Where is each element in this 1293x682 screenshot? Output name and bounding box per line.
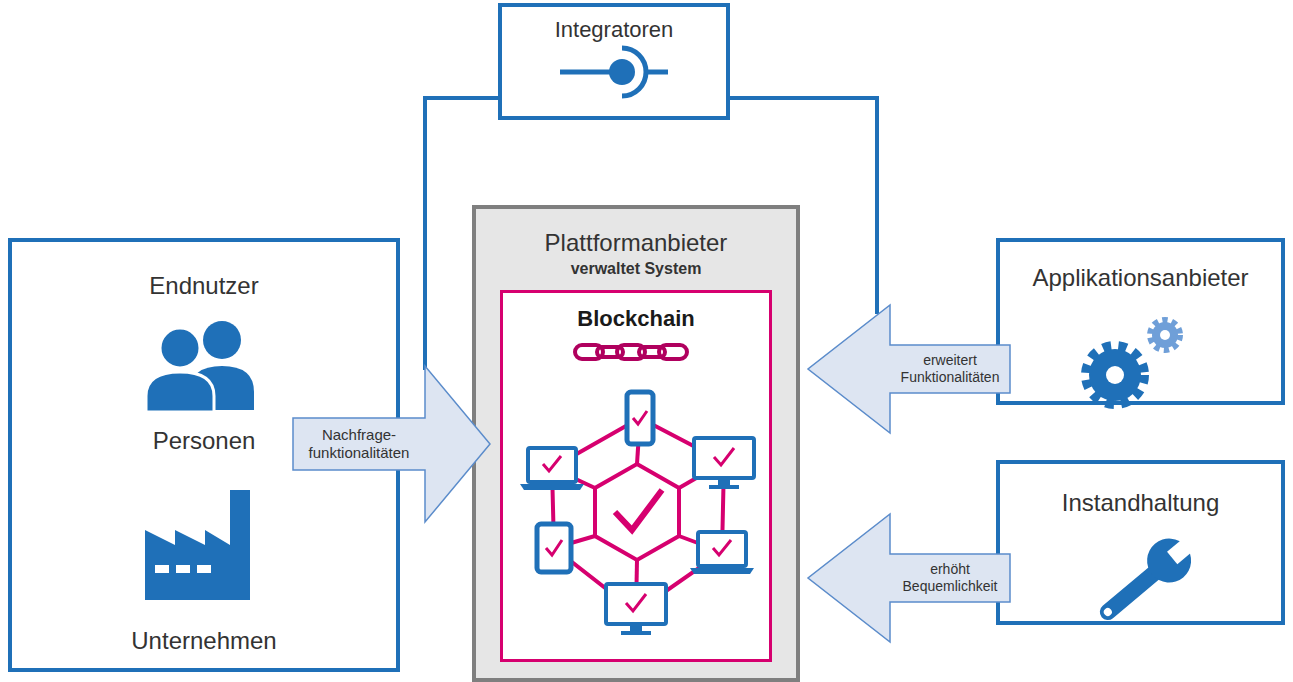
box-heading: Endnutzer: [149, 271, 258, 301]
people-icon: [203, 321, 241, 359]
wrench-icon: [1102, 606, 1113, 617]
network-illustration: [636, 560, 637, 612]
people-icon: [160, 328, 200, 368]
gears-icon: [1160, 330, 1170, 340]
people-icon: [146, 321, 254, 412]
box-text: Personen: [153, 426, 256, 456]
connector-symbol: [609, 59, 635, 85]
factory-icon: [197, 565, 211, 573]
role-box: Applikationsanbieter: [996, 238, 1285, 405]
box-text: verwaltet System: [571, 259, 702, 279]
gears-icon: [1106, 366, 1124, 384]
network-illustration: [595, 464, 679, 560]
network-illustration: [554, 536, 595, 548]
inner-box: Blockchain: [500, 290, 772, 662]
network-illustration: [690, 532, 754, 574]
gears-icon: [1151, 321, 1179, 349]
chain-icon: [659, 345, 687, 359]
network-illustration: [520, 448, 584, 490]
chain-icon: [639, 347, 665, 357]
gears-icon: [1089, 349, 1141, 401]
box-heading: Integratoren: [555, 16, 674, 44]
box-heading: Instandhaltung: [1062, 488, 1219, 518]
network-illustration: [552, 418, 724, 612]
factory-icon: [155, 565, 169, 573]
arrow-label: erhöht Bequemlichkeit: [893, 561, 1007, 595]
box-heading: Plattformanbieter: [545, 228, 728, 258]
label-patch: Nachfrage- funktionalitäten: [296, 421, 422, 467]
connector-symbol: [560, 48, 668, 96]
wrench-icon: [1088, 526, 1205, 634]
role-box: Integratoren: [498, 3, 730, 120]
connector-line: [730, 98, 877, 314]
role-box: Plattformanbieterverwaltet SystemBlockch…: [472, 205, 800, 682]
arrow-label: erweitert Funktionalitäten: [893, 352, 1007, 386]
network-illustration: [637, 418, 640, 464]
network-illustration: [606, 584, 666, 635]
gears-icon: [1087, 347, 1143, 403]
block-arrow: [293, 366, 490, 522]
connector-symbol: [646, 70, 668, 75]
factory-icon: [145, 490, 250, 600]
network-illustration: [537, 524, 571, 572]
people-icon: [146, 372, 214, 412]
label-patch: erweitert Funktionalitäten: [893, 348, 1007, 390]
network-illustration: [679, 462, 724, 488]
wrench-icon: [1138, 530, 1200, 592]
chain-icon: [617, 345, 645, 359]
connector-line: [425, 98, 498, 370]
people-icon: [190, 366, 254, 410]
network-illustration: [627, 392, 653, 444]
role-box: Instandhaltung: [996, 460, 1285, 625]
gears-icon: [1152, 322, 1178, 348]
block-arrow: [808, 514, 1010, 642]
factory-icon: [145, 490, 250, 600]
network-illustration: [694, 438, 754, 489]
factory-icon: [176, 565, 190, 573]
chain-icon: [597, 347, 623, 357]
wrench-icon: [1167, 536, 1196, 564]
network-illustration: [552, 468, 595, 488]
arrow-label: Nachfrage- funktionalitäten: [296, 426, 422, 462]
network-illustration: [679, 536, 722, 552]
label-patch: erhöht Bequemlichkeit: [893, 557, 1007, 599]
gears-icon: [1087, 321, 1179, 403]
network-illustration: [520, 392, 754, 635]
connector-symbol: [622, 48, 646, 96]
chain-icon: [575, 345, 603, 359]
wrench-icon: [1097, 560, 1169, 624]
network-illustration: [615, 490, 662, 530]
box-text: Unternehmen: [131, 626, 276, 656]
box-heading: Applikationsanbieter: [1032, 263, 1248, 293]
block-arrow: [808, 305, 1010, 433]
connector-symbol: [560, 70, 610, 75]
chain-icon: [575, 345, 687, 359]
box-heading: Blockchain: [577, 305, 694, 333]
